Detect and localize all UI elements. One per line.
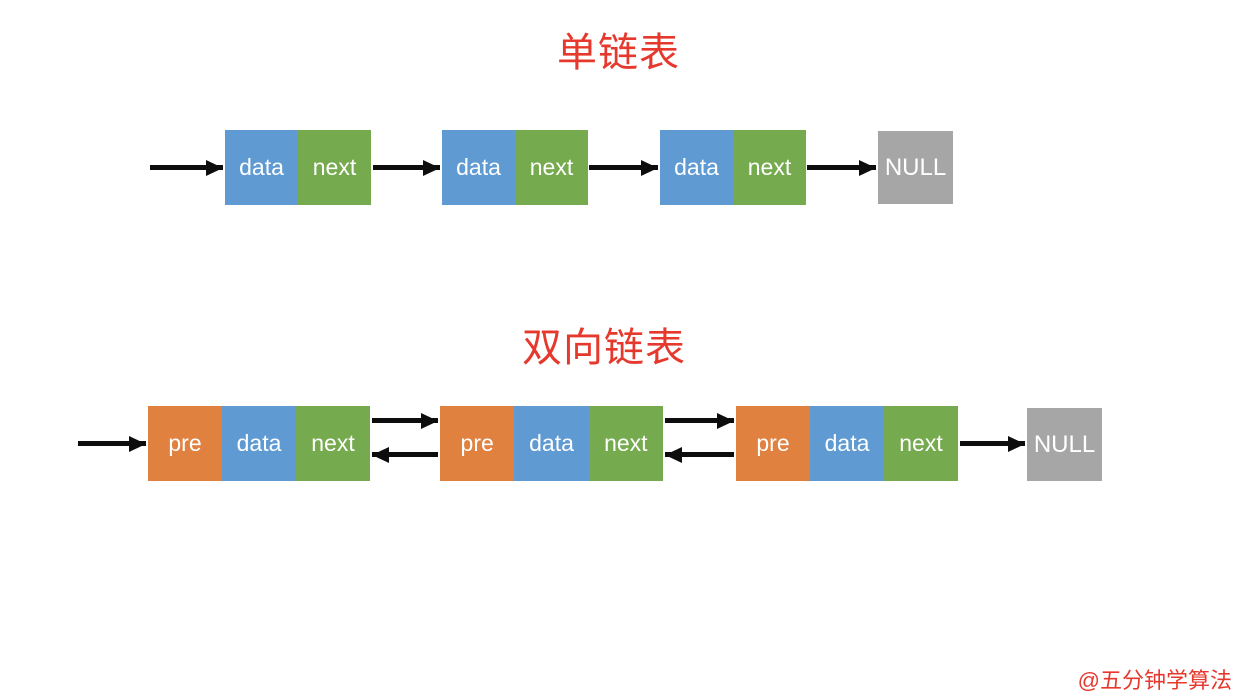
singly-null-box: NULL — [878, 131, 953, 204]
next-cell: next — [733, 130, 806, 205]
next-cell: next — [588, 406, 663, 481]
doubly-null-box: NULL — [1027, 408, 1102, 481]
pre-cell: pre — [736, 406, 810, 481]
pre-cell: pre — [148, 406, 222, 481]
doubly-node: pre data next — [736, 406, 958, 481]
doubly-tail-arrow-icon — [960, 441, 1025, 446]
doubly-backward-arrow-icon — [372, 452, 438, 457]
singly-link-arrow-icon — [373, 165, 440, 170]
doubly-backward-arrow-icon — [665, 452, 734, 457]
pre-cell: pre — [440, 406, 515, 481]
next-cell: next — [884, 406, 958, 481]
singly-list-title: 单链表 — [557, 31, 680, 75]
doubly-forward-arrow-icon — [372, 418, 438, 423]
singly-node: data next — [660, 130, 806, 205]
singly-node: data next — [442, 130, 588, 205]
next-cell: next — [296, 406, 370, 481]
doubly-head-arrow-icon — [78, 441, 146, 446]
singly-tail-arrow-icon — [807, 165, 876, 170]
data-cell: data — [442, 130, 515, 205]
data-cell: data — [225, 130, 298, 205]
doubly-forward-arrow-icon — [665, 418, 734, 423]
singly-head-arrow-icon — [150, 165, 223, 170]
data-cell: data — [514, 406, 589, 481]
next-cell: next — [298, 130, 371, 205]
watermark: @五分钟学算法 — [1077, 668, 1232, 693]
data-cell: data — [222, 406, 296, 481]
doubly-node: pre data next — [440, 406, 663, 481]
singly-link-arrow-icon — [589, 165, 658, 170]
singly-node: data next — [225, 130, 371, 205]
doubly-node: pre data next — [148, 406, 370, 481]
data-cell: data — [660, 130, 733, 205]
next-cell: next — [515, 130, 588, 205]
data-cell: data — [810, 406, 884, 481]
doubly-list-title: 双向链表 — [522, 326, 686, 370]
